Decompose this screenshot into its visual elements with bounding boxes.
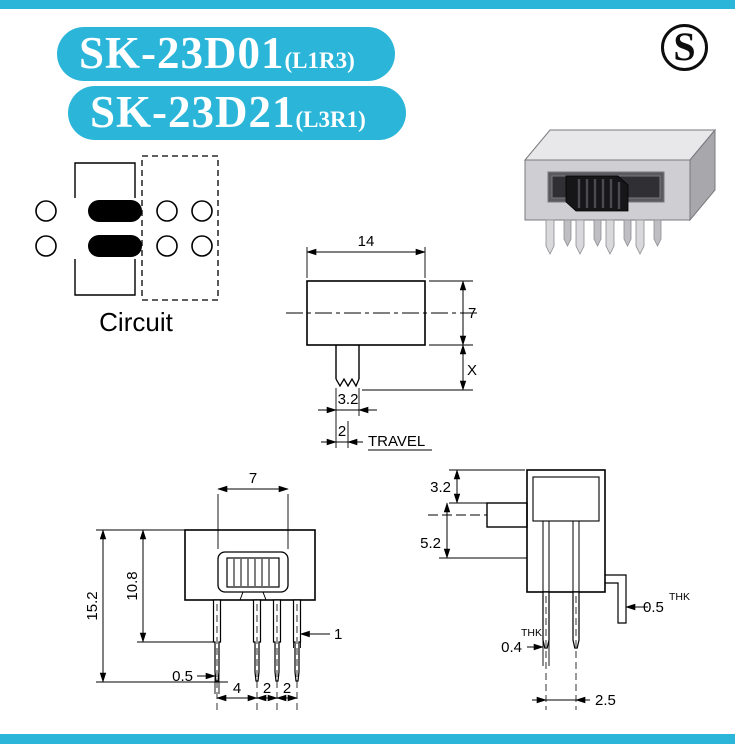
side-cover-inner xyxy=(532,476,600,522)
switch-photo xyxy=(523,128,717,255)
model-number-2: SK-23D21 xyxy=(90,87,296,137)
model-number-1: SK-23D01 xyxy=(79,28,285,78)
model-variant-2: (L3R1) xyxy=(295,107,366,132)
dim-stem-height-x: X xyxy=(467,362,477,379)
circuit-pin xyxy=(35,235,57,257)
dim-pitch-b: 2 xyxy=(263,680,271,697)
dim-travel: 2 xyxy=(338,423,346,440)
model-badge-1: SK-23D01 (L1R3) xyxy=(57,27,395,81)
contact-link-top xyxy=(74,162,136,198)
dim-front-slot-width: 7 xyxy=(249,470,257,487)
brand-letter: S xyxy=(673,23,696,69)
dim-stem-width: 3.2 xyxy=(338,391,359,408)
bottom-border-bar xyxy=(0,734,735,744)
photo-back-pins xyxy=(563,219,662,247)
side-pin-center-lines xyxy=(545,596,577,710)
photo-front-pins xyxy=(545,219,645,255)
dim-pin-thickness: 0.5 xyxy=(172,668,193,685)
circuit-pin xyxy=(35,200,57,222)
dim-side-pin-thickness: 0.4 xyxy=(501,639,522,656)
dim-side-top-offset: 3.2 xyxy=(430,479,451,496)
dim-cover-thickness: 0.5 xyxy=(643,599,664,616)
contact-link-bottom xyxy=(74,259,136,296)
actuator-break-line xyxy=(335,377,360,388)
front-slot xyxy=(217,551,289,593)
dim-side-height: 5.2 xyxy=(420,535,441,552)
circuit-pin xyxy=(156,200,178,222)
slider-contact-top xyxy=(88,200,142,222)
dim-pitch-a: 4 xyxy=(233,680,241,697)
thk-label-left: THK xyxy=(521,627,542,639)
dim-total-height: 15.2 xyxy=(84,591,101,620)
dim-top-height: 7 xyxy=(468,305,476,322)
front-view xyxy=(96,485,330,710)
photo-knob xyxy=(565,175,629,212)
top-view xyxy=(286,247,480,451)
model-variant-1: (L1R3) xyxy=(284,48,355,73)
circuit-label: Circuit xyxy=(99,307,173,337)
side-pins xyxy=(542,591,580,649)
brand-logo: S xyxy=(661,24,708,71)
circuit-pin xyxy=(156,235,178,257)
model-badge-2: SK-23D21 (L3R1) xyxy=(68,86,406,140)
front-knob-ribs xyxy=(233,559,270,586)
side-view xyxy=(428,469,648,710)
travel-label: TRAVEL xyxy=(368,433,425,450)
dim-pin-width: 1 xyxy=(334,626,342,643)
alternate-position-outline xyxy=(141,155,219,301)
circuit-diagram xyxy=(35,155,219,301)
top-border-bar xyxy=(0,0,735,9)
side-body xyxy=(526,469,606,593)
pin-center-lines xyxy=(216,604,298,710)
circuit-pin xyxy=(191,200,213,222)
thk-label-right: THK xyxy=(669,591,690,603)
circuit-pin xyxy=(191,235,213,257)
photo-knob-ribs xyxy=(577,179,621,209)
slider-contact-bottom xyxy=(88,235,142,257)
dim-pitch-c: 2 xyxy=(283,680,291,697)
dim-top-width: 14 xyxy=(358,233,375,250)
front-body xyxy=(184,529,316,601)
dim-body-height: 10.8 xyxy=(124,571,141,600)
front-knob xyxy=(226,557,280,588)
side-knob xyxy=(486,502,528,528)
mounting-tab xyxy=(605,574,627,624)
dim-row-pitch: 2.5 xyxy=(595,692,616,709)
